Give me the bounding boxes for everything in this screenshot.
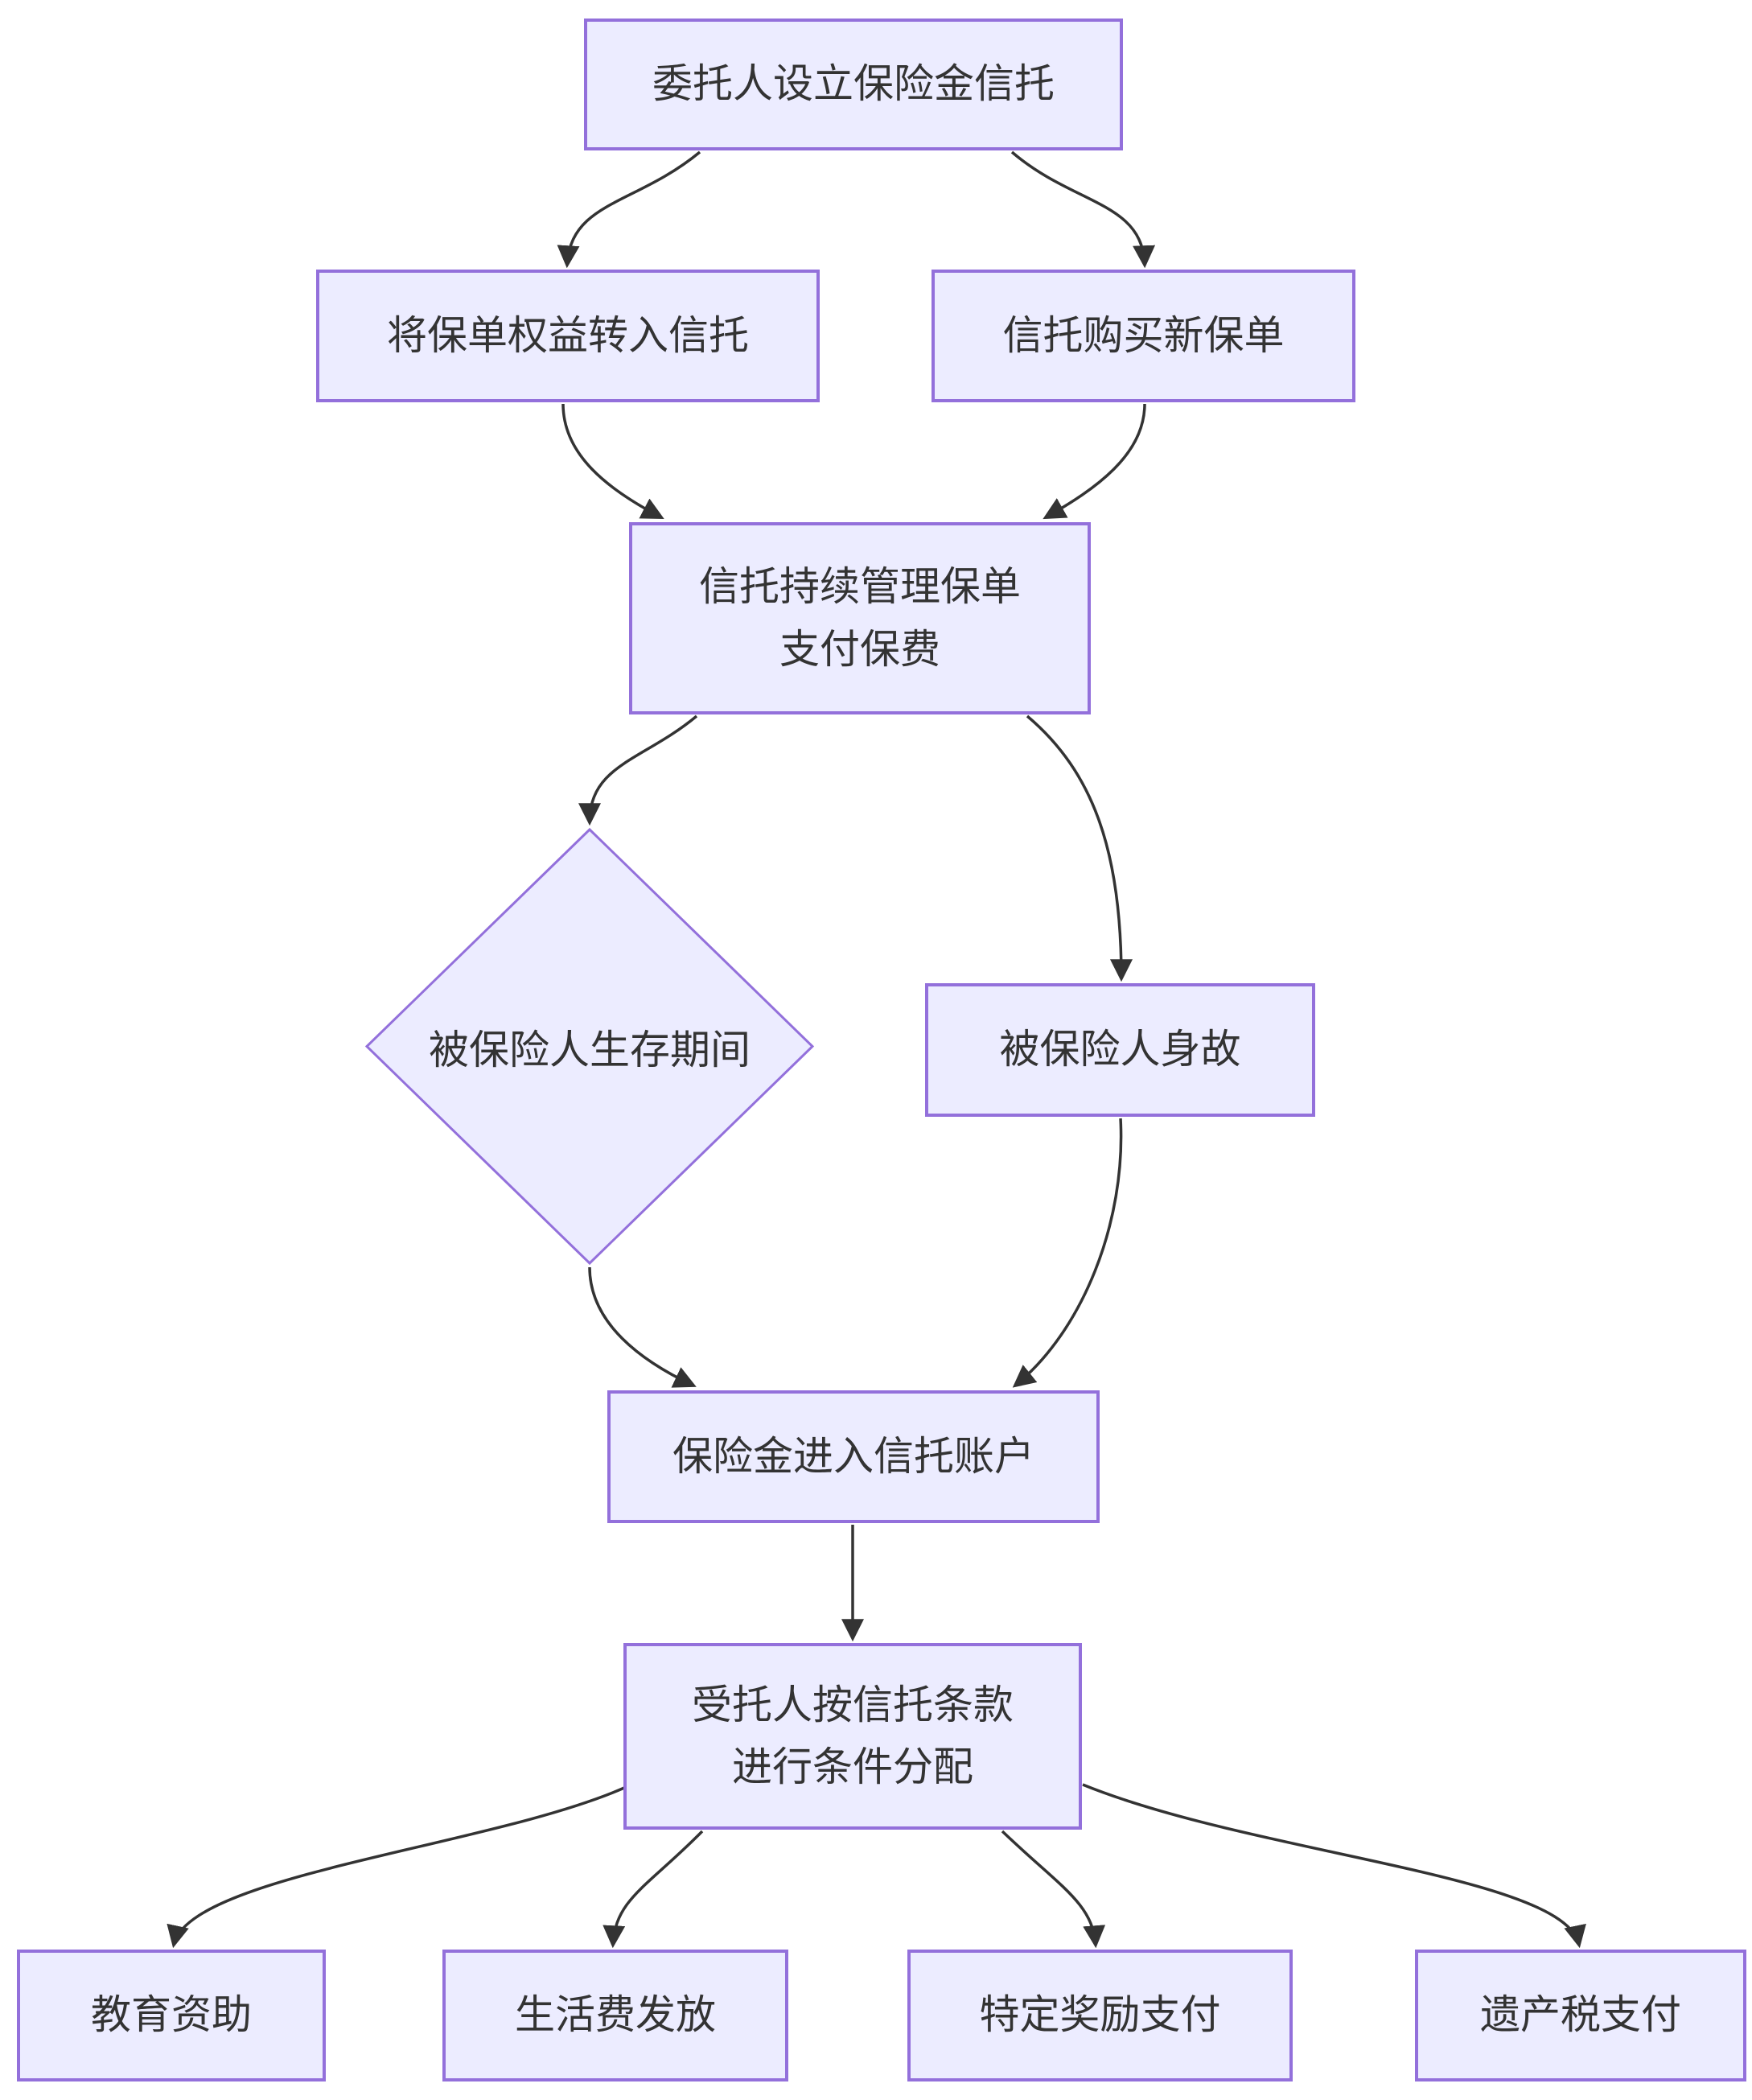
edge-survival_period-funds_to_trust: [588, 1266, 697, 1388]
node-insured-death-label: 被保险人身故: [999, 1027, 1241, 1073]
node-settlor: 委托人设立保险金信托: [584, 19, 1123, 150]
edge-transfer_policy-manage_policy: [561, 403, 664, 519]
edge-manage_policy-insured_death: [1026, 714, 1133, 982]
node-special-reward: 特定奖励支付: [907, 1950, 1293, 2081]
node-education: 教育资助: [17, 1950, 326, 2081]
node-estate-tax: 遗产税支付: [1415, 1950, 1746, 2081]
edge-conditional_distribution-estate_tax: [1082, 1783, 1586, 1949]
node-living-expense: 生活费发放: [442, 1950, 788, 2081]
edge-conditional_distribution-living_expense: [603, 1830, 704, 1949]
edge-conditional_distribution-special_reward: [1001, 1830, 1106, 1949]
node-transfer-policy: 将保单权益转入信托: [316, 270, 820, 402]
node-living-expense-label: 生活费发放: [515, 1992, 716, 2038]
node-conditional-distribution: 受托人按信托条款 进行条件分配: [623, 1643, 1082, 1830]
node-education-label: 教育资助: [91, 1992, 252, 2038]
node-survival-period-decision: 被保险人生存期间: [364, 827, 815, 1266]
edge-buy_policy-manage_policy: [1043, 403, 1146, 520]
node-transfer-policy-label: 将保单权益转入信托: [387, 312, 749, 358]
diamond-shape: [364, 827, 815, 1266]
node-special-reward-label: 特定奖励支付: [979, 1992, 1221, 2038]
edge-insured_death-funds_to_trust: [1012, 1118, 1123, 1388]
node-settlor-label: 委托人设立保险金信托: [652, 61, 1055, 107]
edge-conditional_distribution-education: [167, 1786, 625, 1949]
node-funds-to-trust-label: 保险金进入信托账户: [672, 1433, 1034, 1479]
node-funds-to-trust: 保险金进入信托账户: [607, 1390, 1100, 1523]
edge-manage_policy-survival_period: [578, 714, 698, 826]
node-manage-policy: 信托持续管理保单 支付保费: [629, 522, 1091, 714]
node-survival-period-label: 被保险人生存期间: [429, 1027, 751, 1073]
node-buy-policy: 信托购买新保单: [932, 270, 1355, 402]
node-manage-policy-label: 信托持续管理保单 支付保费: [699, 564, 1021, 672]
node-buy-policy-label: 信托购买新保单: [1002, 312, 1285, 358]
edge-settlor-buy_policy: [1010, 150, 1156, 269]
node-insured-death: 被保险人身故: [925, 983, 1315, 1117]
node-conditional-distribution-label: 受托人按信托条款 进行条件分配: [692, 1682, 1014, 1790]
node-estate-tax-label: 遗产税支付: [1480, 1992, 1681, 2038]
edge-settlor-transfer_policy: [557, 150, 701, 269]
